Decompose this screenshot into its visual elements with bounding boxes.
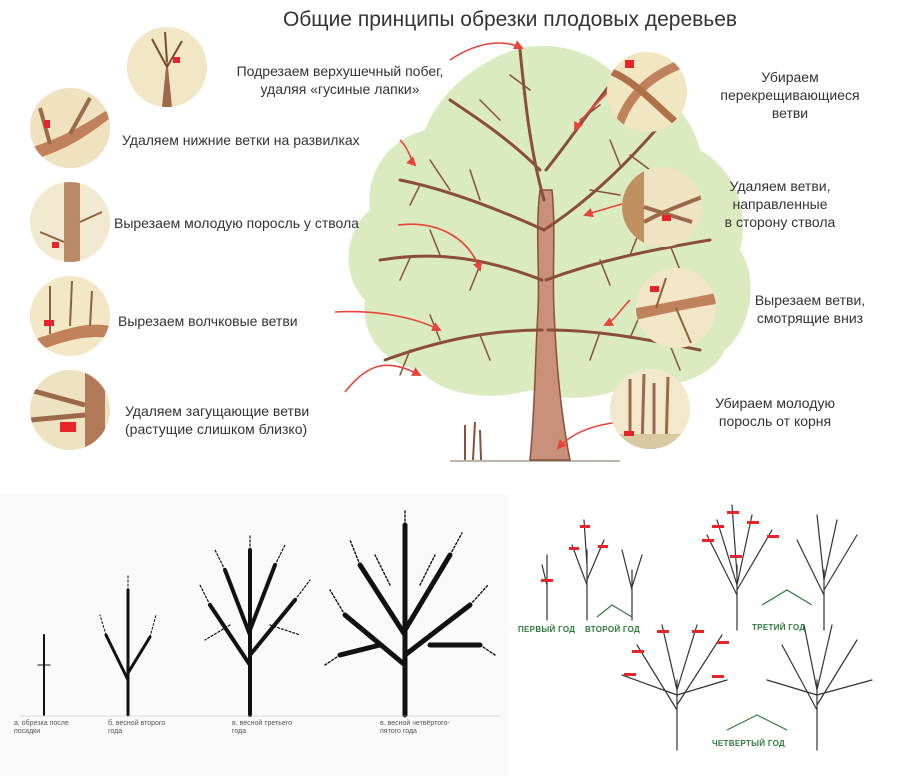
year-label-second: ВТОРОЙ ГОД xyxy=(585,625,641,634)
root-suckers xyxy=(464,421,482,461)
vignette-downward-branches xyxy=(636,268,716,348)
year-label-first: ПЕРВЫЙ ГОД xyxy=(518,625,576,634)
formative-pruning-stages: а. обрезка после посадки б. весной второ… xyxy=(0,495,510,776)
vignette-top-shoot xyxy=(127,27,207,107)
year-label-fourth: ЧЕТВЕРТЫЙ ГОД xyxy=(712,739,786,748)
label-root-suckers: Убираем молодую поросль от корня xyxy=(715,395,835,429)
vignette-inward-branches xyxy=(622,167,702,247)
label-lower-fork: Удаляем нижние ветки на развилках xyxy=(122,132,360,148)
label-crowding-branches: Удаляем загущающие ветви (растущие слишк… xyxy=(125,403,310,437)
tree-trunk xyxy=(529,189,571,461)
stage-caption-d: в. весной четвёртого- пятого года xyxy=(380,720,450,735)
vignette-lower-fork xyxy=(30,88,110,168)
page-title: Общие принципы обрезки плодовых деревьев xyxy=(282,8,738,31)
yearly-pruning-scheme: ПЕРВЫЙ ГОД ВТОРОЙ ГОД ТРЕТИЙ ГОД ЧЕТВЕРТ… xyxy=(512,495,910,776)
stage-caption-a: а. обрезка после посадки xyxy=(14,720,69,735)
vignette-water-sprouts xyxy=(30,276,110,356)
vignette-trunk-sprouts xyxy=(30,182,110,262)
yearly-pruning-illustration xyxy=(541,504,873,751)
pruning-principles-diagram: Общие принципы обрезки плодовых деревьев xyxy=(30,8,866,462)
cut-marks xyxy=(541,511,779,678)
label-crossing-branches: Убираем перекрещивающиеся ветви xyxy=(720,69,860,121)
year-label-third: ТРЕТИЙ ГОД xyxy=(752,623,806,632)
label-downward-branches: Вырезаем ветви, смотрящие вниз xyxy=(754,292,866,326)
label-trunk-sprouts: Вырезаем молодую поросль у ствола xyxy=(114,215,359,231)
label-inward-branches: Удаляем ветви, направленные в сторону ст… xyxy=(724,178,836,230)
vignette-root-suckers xyxy=(610,369,690,449)
label-top-shoot: Подрезаем верхушечный побег, удаляя «гус… xyxy=(236,63,444,97)
label-water-sprouts: Вырезаем волчковые ветви xyxy=(118,313,298,329)
stage-caption-c: в. весной третьего года xyxy=(232,720,293,735)
vignette-crossing-branches xyxy=(607,52,687,132)
stage-caption-b: б. весной второго года xyxy=(108,720,166,735)
stages-illustration xyxy=(20,509,500,718)
vignette-crowding-branches xyxy=(30,370,110,450)
